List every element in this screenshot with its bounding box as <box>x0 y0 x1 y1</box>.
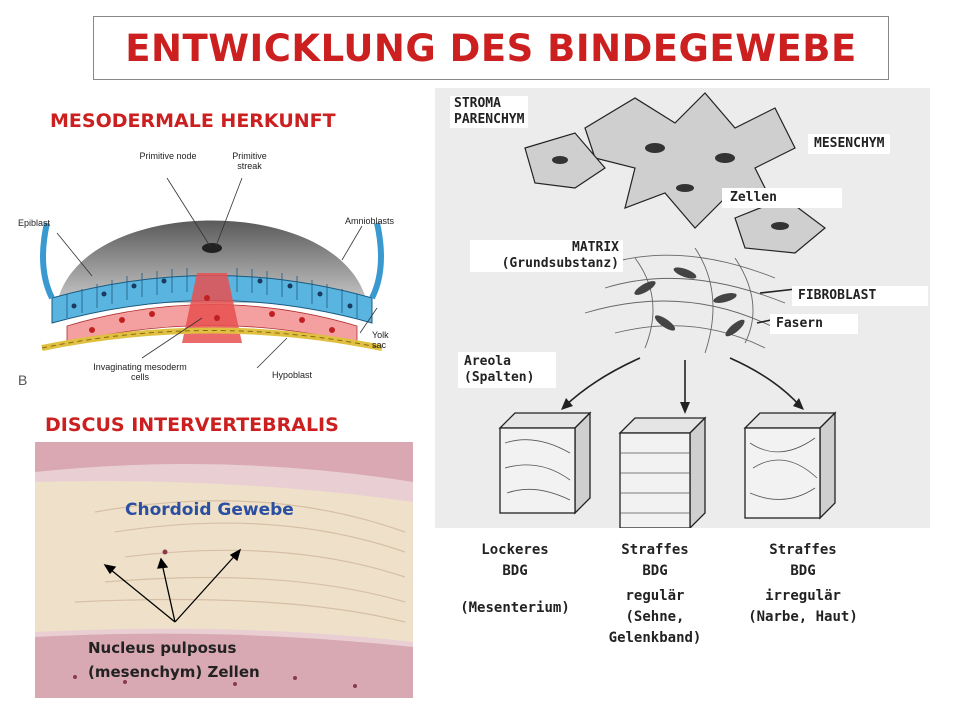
nucleus-label-line1: Nucleus pulposus <box>88 639 237 657</box>
epiblast-label: Epiblast <box>18 218 51 228</box>
nucleus-label-line2: (mesenchym) Zellen <box>88 663 260 681</box>
tissue-blocks <box>498 411 837 528</box>
spalten-text: (Spalten) <box>464 370 535 385</box>
type-regular-detail1: regulär <box>625 588 685 604</box>
histology-image <box>35 442 413 698</box>
type-irregular-detail1: irregulär <box>765 588 841 604</box>
nucleus-label: Nucleus pulposus (mesenchym) Zellen <box>88 636 260 684</box>
page-title: ENTWICKLUNG DES BINDEGEWEBE <box>125 26 857 70</box>
title-box: ENTWICKLUNG DES BINDEGEWEBE <box>93 16 889 80</box>
parenchym-text: PARENCHYM <box>454 112 525 127</box>
fasern-label: Fasern <box>770 314 858 334</box>
type-irregular-line1: Straffes <box>769 542 837 558</box>
fibroblast-label: FIBROBLAST <box>792 286 928 306</box>
type-regular: Straffes BDG regulär (Sehne, Gelenkband) <box>585 540 725 649</box>
invaginating-label: Invaginating mesoderm cells <box>93 362 187 382</box>
mesoderm-heading: MESODERMALE HERKUNFT <box>50 110 336 132</box>
connective-tissue-diagram <box>435 88 930 528</box>
type-regular-detail2: (Sehne, <box>625 609 685 625</box>
chordoid-label: Chordoid Gewebe <box>125 500 294 520</box>
type-loose: Lockeres BDG (Mesenterium) <box>440 540 590 619</box>
fibroblasts <box>634 267 745 337</box>
primitive-streak-label: Primitive streak <box>232 151 267 171</box>
amnioblasts-label: Amnioblasts <box>345 216 395 226</box>
areola-label: Areola (Spalten) <box>458 352 556 388</box>
primitive-node-label: Primitive node <box>139 151 197 161</box>
type-loose-line1: Lockeres <box>481 542 549 558</box>
mesenchym-label: MESENCHYM <box>808 134 891 154</box>
type-loose-line2: BDG <box>502 563 528 579</box>
stroma-label: STROMA PARENCHYM <box>450 96 529 128</box>
panel-letter: B <box>18 372 28 388</box>
type-loose-detail1: (Mesenterium) <box>460 600 570 616</box>
type-irregular: Straffes BDG irregulär (Narbe, Haut) <box>728 540 878 628</box>
discus-heading: DISCUS INTERVERTEBRALIS <box>45 414 339 436</box>
type-irregular-line2: BDG <box>790 563 816 579</box>
zellen-label: Zellen <box>722 188 842 208</box>
loose-block <box>498 411 592 515</box>
matrix-text: MATRIX <box>572 240 619 255</box>
matrix-label: MATRIX (Grundsubstanz) <box>470 240 623 272</box>
grundsubstanz-text: (Grundsubstanz) <box>501 256 619 271</box>
irregular-block <box>743 411 837 520</box>
type-irregular-detail2: (Narbe, Haut) <box>748 609 858 625</box>
hypoblast-label: Hypoblast <box>271 370 313 380</box>
stroma-text: STROMA <box>454 96 501 111</box>
primitive-node-pit <box>202 243 222 253</box>
mesoderm-cells <box>66 273 358 344</box>
type-regular-detail3: Gelenkband) <box>608 630 702 646</box>
yolk-sac-label: Yolk sac <box>372 330 389 350</box>
areola-text: Areola <box>464 354 511 369</box>
type-regular-line2: BDG <box>642 563 668 579</box>
matrix-fibres <box>584 247 786 354</box>
type-regular-line1: Straffes <box>621 542 689 558</box>
regular-block <box>618 416 707 528</box>
embryo-illustration <box>40 177 384 369</box>
